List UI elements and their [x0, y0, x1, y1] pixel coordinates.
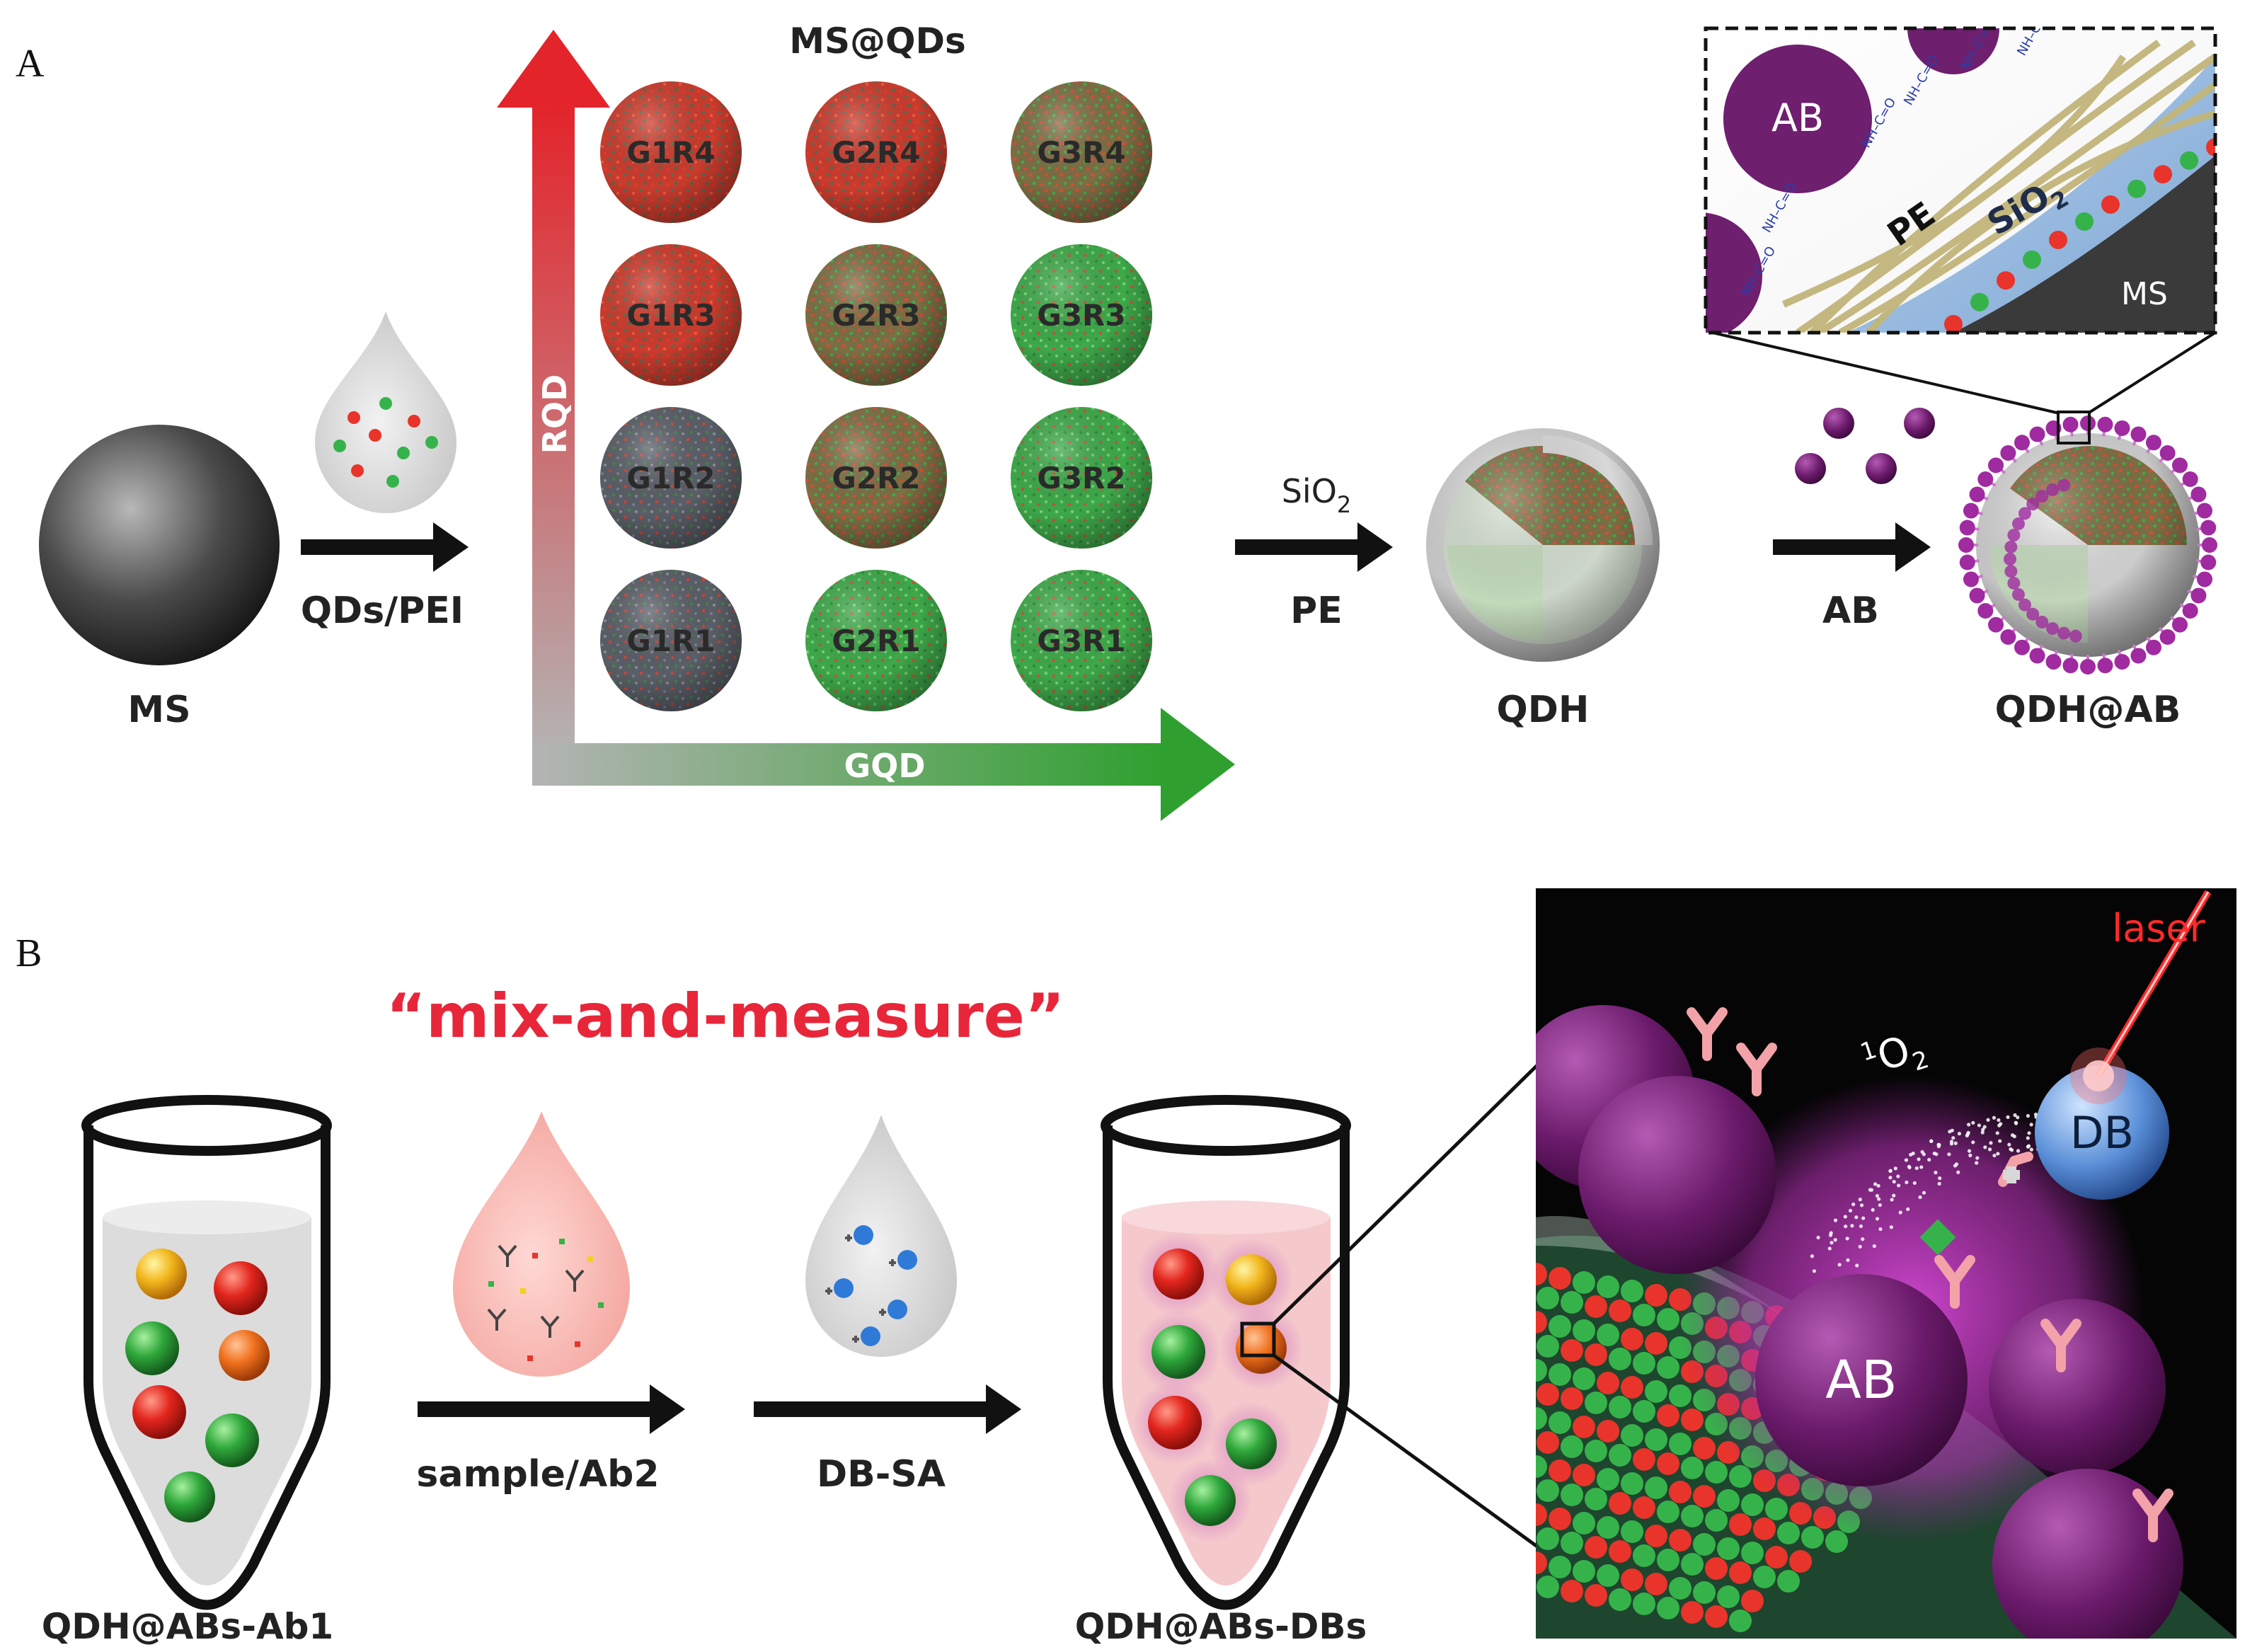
rqd-axis: [497, 30, 610, 757]
qdh-label: QDH: [1497, 689, 1590, 731]
assay-zoom-panel: [1536, 888, 2236, 1639]
arrow-db-sa: [754, 1384, 1021, 1434]
sample-ab2-label: sample/Ab2: [416, 1453, 659, 1496]
sio2-label: SiO2: [1282, 472, 1352, 518]
ms-qd-label: G2R2: [832, 461, 920, 495]
tube-qdh-abs-dbs: [1101, 1095, 1351, 1610]
ab-zoom-label: AB: [1825, 1350, 1897, 1411]
ms-qd-sphere: G2R4: [805, 81, 947, 223]
pe-label: PE: [1290, 590, 1343, 632]
inset-ms-label: MS: [2121, 276, 2168, 312]
ms-qd-sphere: G1R3: [600, 244, 742, 386]
tube1-label: QDH@ABs-Ab1: [42, 1606, 333, 1647]
mix-and-measure-headline: “mix-and-measure”: [386, 981, 1065, 1052]
ab-particle-inset-top: [1907, 28, 1999, 74]
ms-qd-sphere: G3R1: [1011, 570, 1152, 711]
ms-qd-label: G3R2: [1037, 461, 1125, 495]
zoom-line-top: [1273, 1064, 1539, 1325]
ms-label: MS: [127, 689, 190, 731]
arrow-sample-ab2: [418, 1384, 685, 1434]
qdh-ab-sphere: [1958, 411, 2217, 675]
ms-qds-title: MS@QDs: [789, 21, 966, 62]
ms-qd-label: G3R4: [1037, 135, 1125, 170]
ab-particle-inset: [1723, 45, 1872, 193]
ms-qd-sphere: G1R2: [600, 407, 742, 549]
pe-mesh: [1781, 39, 2215, 333]
ms-qd-label: G1R1: [626, 624, 715, 658]
db-sa-droplet-icon: [805, 1115, 957, 1357]
ms-qd-sphere: G2R2: [805, 407, 947, 549]
ms-qd-label: G3R3: [1037, 298, 1125, 333]
ms-qd-sphere: G1R4: [600, 81, 742, 223]
ms-qd-sphere: G1R1: [600, 570, 742, 711]
tube-qdh-abs-ab1: [81, 1095, 332, 1610]
qds-pei-label: QDs/PEI: [301, 590, 464, 632]
ms-qd-sphere: G3R4: [1011, 81, 1152, 223]
inset-ab-label: AB: [1771, 96, 1824, 140]
ms-qd-label: G2R3: [832, 298, 920, 333]
ms-qd-sphere: G3R3: [1011, 244, 1152, 386]
sample-ab2-droplet-icon: [453, 1111, 630, 1377]
ms-qd-label: G2R4: [832, 135, 920, 170]
arrow-sio2-pe: [1235, 522, 1393, 572]
tube2-label: QDH@ABs-DBs: [1075, 1606, 1367, 1647]
ms-qd-sphere: G2R3: [805, 244, 947, 386]
gqd-axis-label: GQD: [844, 747, 925, 785]
ab-step-label: AB: [1822, 590, 1879, 632]
inset-zoom-line-right: [2086, 331, 2217, 415]
ab-particle-inset-small: [1706, 212, 1762, 333]
arrow-ab: [1773, 522, 1931, 572]
rqd-axis-label: RQD: [536, 374, 574, 454]
qd-droplet-icon: [315, 311, 456, 513]
laser-label: laser: [2112, 906, 2205, 951]
ms-qd-label: G2R1: [832, 624, 920, 658]
sio2-subscript: 2: [1337, 491, 1351, 518]
ms-qd-sphere: G2R1: [805, 570, 947, 711]
qdh-sphere: [1426, 428, 1660, 662]
arrow-qds-pei: [301, 522, 469, 572]
sio2-text: SiO: [1282, 472, 1337, 510]
db-sa-label: DB-SA: [817, 1453, 946, 1496]
ms-qd-label: G1R4: [626, 135, 715, 170]
panel-b-label: B: [16, 931, 42, 975]
surface-inset: NH–C=O NH–C=O NH–C=O NH–C=O NH–C=O NH–C=…: [1704, 26, 2217, 335]
ms-qd-sphere: G3R2: [1011, 407, 1152, 549]
db-label: DB: [2070, 1107, 2134, 1159]
ms-qd-label: G1R3: [626, 298, 715, 333]
ab-particles-icon: [1795, 408, 1935, 484]
inset-zoom-line-left: [1712, 331, 2060, 415]
ms-qd-label: G1R2: [626, 461, 715, 495]
zoom-line-bottom: [1273, 1353, 1539, 1549]
ms-qd-label: G3R1: [1037, 624, 1125, 658]
gqd-axis: [532, 708, 1235, 821]
qdh-ab-label: QDH@AB: [1995, 689, 2181, 731]
panel-a-label: A: [16, 42, 45, 86]
ms-sphere: [39, 425, 280, 665]
